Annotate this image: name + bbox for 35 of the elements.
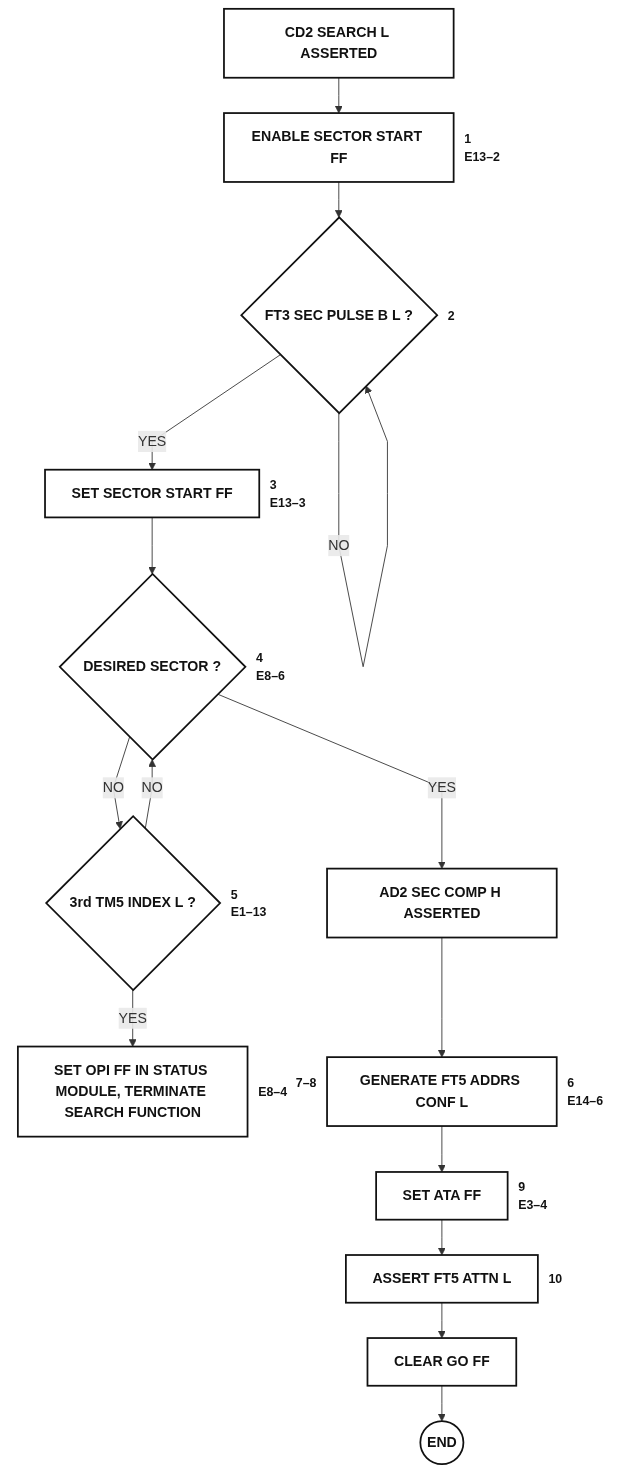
node-box: GENERATE FT5 ADDRS CONF L	[326, 1056, 558, 1127]
node-box: SET OPI FF IN STATUS MODULE, TERMINATE SEARCH FUNCTION	[17, 1045, 249, 1138]
edge-label: NO	[102, 779, 124, 795]
reference-label: E13–3	[269, 495, 306, 510]
reference-label: 3	[269, 478, 277, 493]
node-circle: END	[419, 1420, 465, 1466]
reference-label: 5	[230, 887, 238, 902]
reference-label: 4	[256, 651, 263, 666]
node-box: ENABLE SECTOR START FF	[223, 112, 455, 183]
reference-label: E13–2	[464, 149, 500, 164]
node-box: AD2 SEC COMP H ASSERTED	[326, 867, 558, 939]
node-box: CD2 SEARCH L ASSERTED	[223, 7, 455, 79]
node-box: CLEAR GO FF	[366, 1337, 518, 1387]
reference-label: E1–13	[230, 905, 267, 920]
reference-label: E8–4	[258, 1085, 287, 1099]
edge-label: NO	[328, 537, 350, 553]
edge-label: YES	[118, 1010, 147, 1026]
reference-label: E14–6	[567, 1093, 604, 1108]
reference-label: 9	[518, 1180, 526, 1195]
reference-label: E3–4	[518, 1198, 548, 1213]
reference-label: E8–6	[256, 669, 285, 683]
node-diamond: DESIRED SECTOR ?	[58, 572, 247, 761]
edge-label: NO	[141, 779, 163, 795]
node-diamond: 3rd TM5 INDEX L ?	[44, 814, 222, 992]
reference-label: 6	[567, 1076, 575, 1091]
reference-label: 10	[548, 1272, 563, 1287]
reference-label: 1	[464, 132, 472, 147]
edge-label: YES	[138, 433, 167, 449]
reference-label: 7–8	[295, 1076, 317, 1091]
node-box: ASSERT FT5 ATTN L	[345, 1254, 539, 1304]
edge-label: YES	[427, 779, 457, 795]
node-diamond: FT3 SEC PULSE B L ?	[240, 216, 439, 415]
node-box: SET ATA FF	[375, 1171, 509, 1221]
node-box: SET SECTOR START FF	[44, 468, 261, 519]
reference-label: 2	[447, 308, 455, 323]
